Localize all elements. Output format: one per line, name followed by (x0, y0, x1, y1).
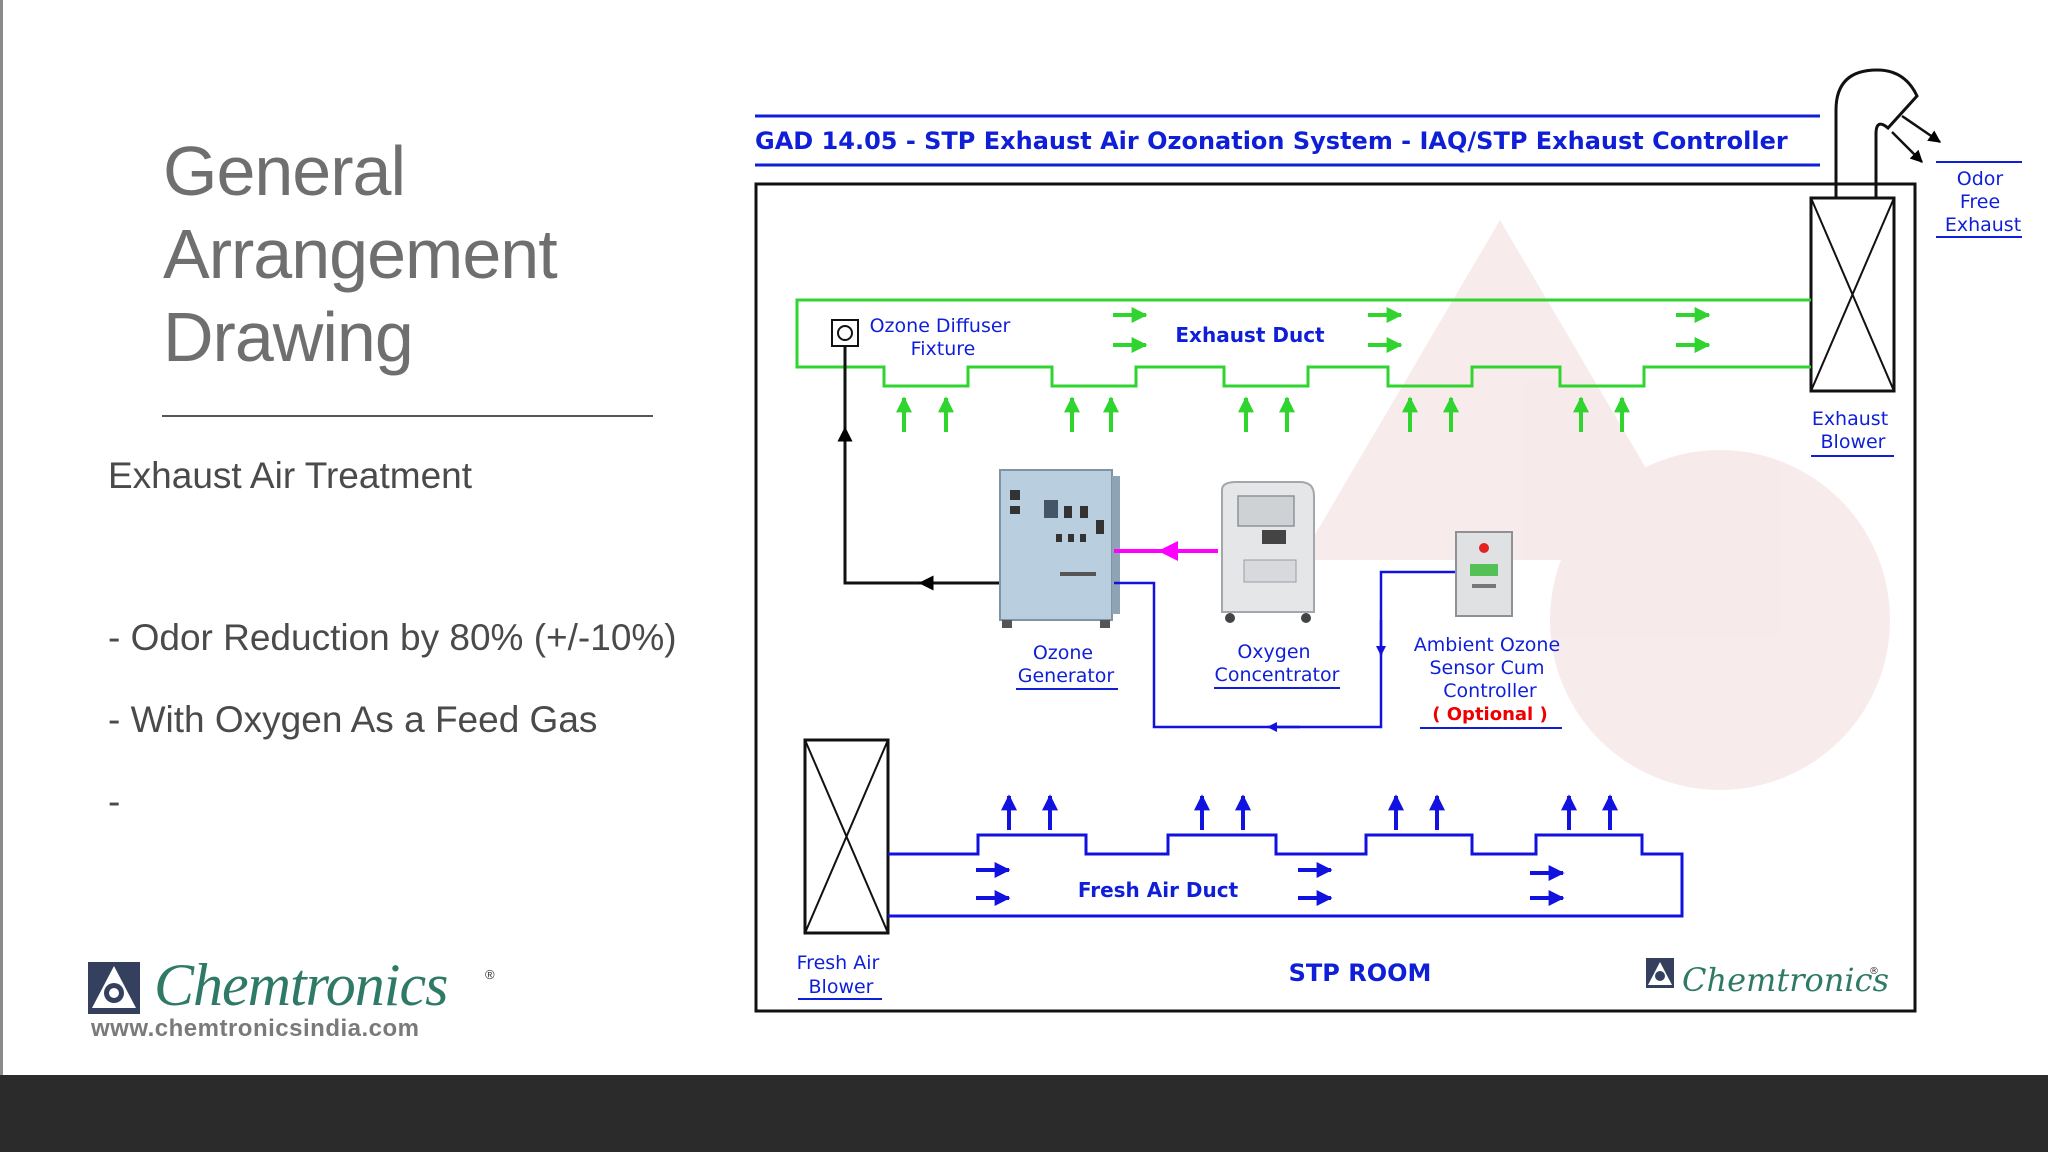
odor-free-exhaust-label: Odor Free Exhaust (1945, 168, 2021, 236)
bullet-oxygen-feed: - With Oxygen As a Feed Gas (108, 699, 598, 740)
ozone-supply-line (843, 346, 1005, 585)
fresh-air-duct-label: Fresh Air Duct (1078, 878, 1239, 902)
chemtronics-logo: Chemtronics ® www.chemtronicsindia.com (86, 952, 516, 1045)
diagram-brand-registered: ® (1869, 966, 1879, 977)
title-line-2: Arrangement (163, 215, 558, 293)
fresh-air-blower-label: Fresh Air Blower (797, 952, 886, 998)
logo-website-link[interactable]: www.chemtronicsindia.com (91, 1015, 420, 1042)
optional-tag: ( Optional ) (1432, 704, 1547, 725)
fresh-air-duct (888, 833, 1684, 918)
diagram-brand-logo (1646, 958, 1674, 988)
logo-wordmark: Chemtronics (154, 952, 448, 1018)
stp-room-boundary (754, 182, 1917, 1013)
exhaust-duct (795, 298, 1811, 388)
title-divider (162, 415, 653, 417)
exhaust-outlet-arrow (1891, 131, 1923, 163)
general-arrangement-diagram: GAD 14.05 - STP Exhaust Air Ozonation Sy… (754, 68, 2022, 1013)
exhaust-blower-label: Exhaust Blower (1812, 408, 1894, 453)
title-line-1: General (163, 132, 406, 210)
diagram-title: GAD 14.05 - STP Exhaust Air Ozonation Sy… (755, 127, 1788, 155)
oxygen-concentrator-label: Oxygen Concentrator (1215, 641, 1340, 686)
bottom-taskbar (0, 1075, 2048, 1152)
oxygen-concentrator-icon (1221, 481, 1315, 623)
exhaust-outlet-arrow (1901, 114, 1942, 144)
stp-room-label: STP ROOM (1289, 959, 1432, 987)
ozone-generator-icon (999, 469, 1120, 628)
fresh-air-outlet-arrows (1001, 794, 1618, 830)
ozone-diffuser-label: Ozone Diffuser Fixture (870, 315, 1017, 360)
bullet-empty: - (108, 781, 121, 822)
fresh-air-flow-arrows (976, 862, 1565, 906)
ozone-sensor-icon (1455, 531, 1513, 617)
fresh-air-blower (803, 738, 890, 935)
ozone-diffuser-icon (831, 319, 859, 347)
watermark-logo (1300, 220, 1890, 790)
slide-title: General Arrangement Drawing (163, 130, 683, 379)
title-line-3: Drawing (163, 298, 414, 376)
ozone-generator-label: Ozone Generator (1018, 642, 1115, 687)
window-left-border (0, 0, 3, 1075)
ozone-sensor-label: Ambient Ozone Sensor Cum Controller (1414, 634, 1566, 702)
exhaust-stack (1834, 68, 1919, 198)
exhaust-intake-arrows (896, 396, 1630, 432)
exhaust-duct-label: Exhaust Duct (1175, 323, 1325, 347)
chemtronics-logo-icon (88, 962, 140, 1014)
section-heading: Exhaust Air Treatment (108, 455, 473, 496)
diagram-brand-wordmark: Chemtronics (1682, 961, 1889, 999)
exhaust-blower (1809, 196, 1896, 393)
logo-registered-mark: ® (485, 967, 495, 982)
bullet-odor-reduction: - Odor Reduction by 80% (+/-10%) (108, 617, 677, 658)
exhaust-flow-arrows (1113, 307, 1711, 353)
